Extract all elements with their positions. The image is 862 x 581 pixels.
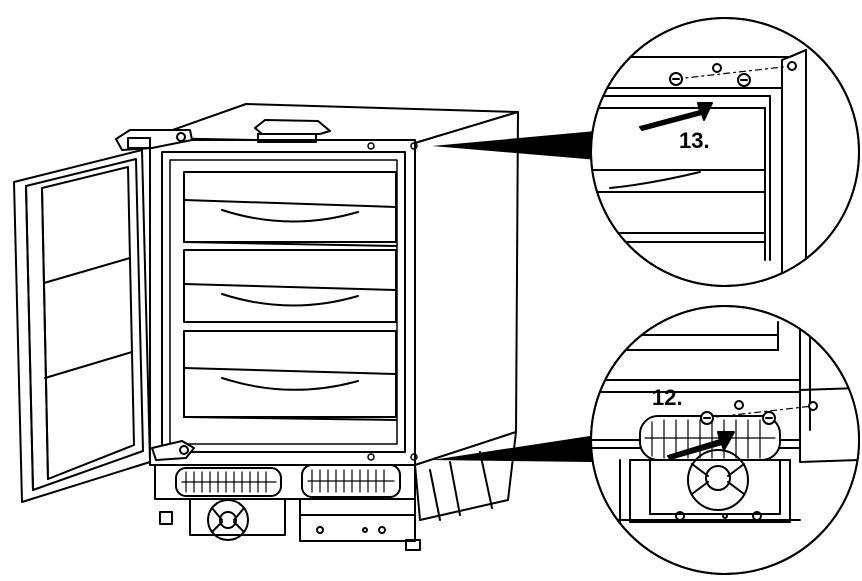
step-label-12: 12. bbox=[652, 385, 683, 410]
fan-icon bbox=[189, 498, 286, 541]
compressor-housing bbox=[299, 498, 416, 542]
drawer-1 bbox=[183, 171, 397, 247]
feet bbox=[159, 511, 421, 551]
screw-icon bbox=[700, 400, 818, 425]
drawer-3 bbox=[183, 330, 397, 421]
freezer-appliance bbox=[149, 103, 519, 551]
top-grip bbox=[254, 119, 331, 143]
arrow-icon bbox=[667, 431, 735, 460]
step-label-13: 13. bbox=[679, 128, 710, 153]
screw-icon bbox=[367, 142, 418, 461]
detail-circle-lower bbox=[590, 305, 860, 575]
drawer-2 bbox=[183, 249, 397, 323]
callout-pointer-upper bbox=[432, 131, 598, 160]
detail-circle-upper bbox=[590, 17, 860, 287]
screw-icon bbox=[669, 61, 797, 87]
callout-pointer-lower bbox=[432, 436, 592, 462]
open-door bbox=[13, 149, 151, 503]
hinge-icon bbox=[115, 129, 195, 461]
arrow-icon bbox=[639, 102, 713, 131]
side-panel bbox=[414, 111, 519, 467]
